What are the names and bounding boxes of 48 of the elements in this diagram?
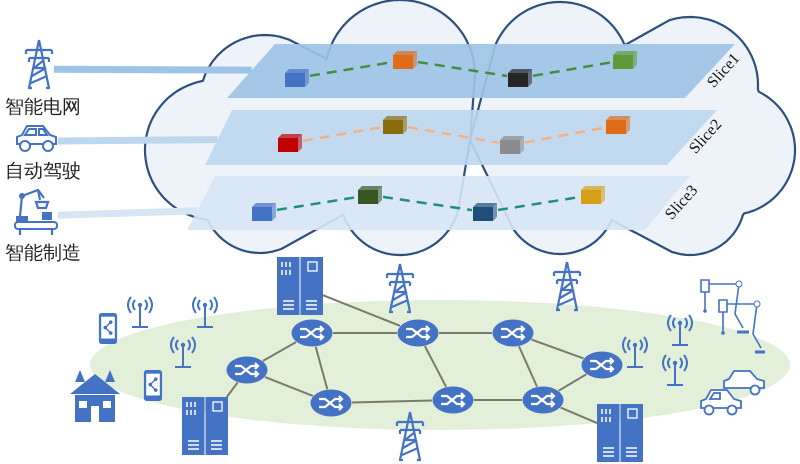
- router-node: [310, 389, 352, 417]
- router-node: [226, 356, 268, 384]
- router-node: [432, 386, 474, 414]
- server-rack: [182, 397, 228, 455]
- function-cube: [251, 202, 277, 222]
- dashed-link: [382, 196, 472, 212]
- function-cube: [605, 115, 631, 135]
- caption-label: 自动驾驶: [5, 160, 81, 184]
- network-link: [262, 341, 296, 362]
- router-node: [291, 319, 333, 347]
- network-link: [558, 373, 587, 392]
- network-link: [264, 376, 314, 397]
- network-link: [226, 382, 238, 398]
- network-link: [333, 332, 397, 334]
- caption-label: 智能制造: [5, 242, 81, 266]
- router-node: [492, 319, 534, 347]
- access-link: [54, 66, 252, 74]
- server-rack: [597, 404, 643, 462]
- function-cube: [612, 50, 638, 70]
- function-cube: [277, 133, 303, 153]
- server-rack: [277, 257, 323, 315]
- router-node: [522, 386, 564, 414]
- network-link: [560, 406, 598, 424]
- function-cube: [472, 202, 498, 222]
- dashed-link: [408, 126, 500, 144]
- function-cube: [357, 185, 383, 205]
- network-link: [474, 399, 522, 401]
- function-cube: [382, 115, 408, 135]
- function-cube: [499, 135, 525, 155]
- network-link: [518, 346, 538, 387]
- network-link: [531, 338, 584, 360]
- network-link: [424, 346, 447, 388]
- router-node: [581, 351, 623, 379]
- access-link: [58, 207, 198, 219]
- caption-label: 智能电网: [5, 96, 81, 120]
- function-cube: [507, 68, 533, 88]
- function-cube: [580, 185, 606, 205]
- network-link: [322, 294, 400, 327]
- network-link: [314, 346, 328, 390]
- function-cube: [284, 68, 310, 88]
- dashed-link: [418, 60, 508, 78]
- network-link: [439, 332, 492, 334]
- access-link: [58, 136, 218, 144]
- network-link: [352, 400, 432, 404]
- router-node: [397, 319, 439, 347]
- dashed-link: [532, 60, 612, 78]
- dashed-link: [302, 126, 382, 142]
- function-cube: [392, 50, 418, 70]
